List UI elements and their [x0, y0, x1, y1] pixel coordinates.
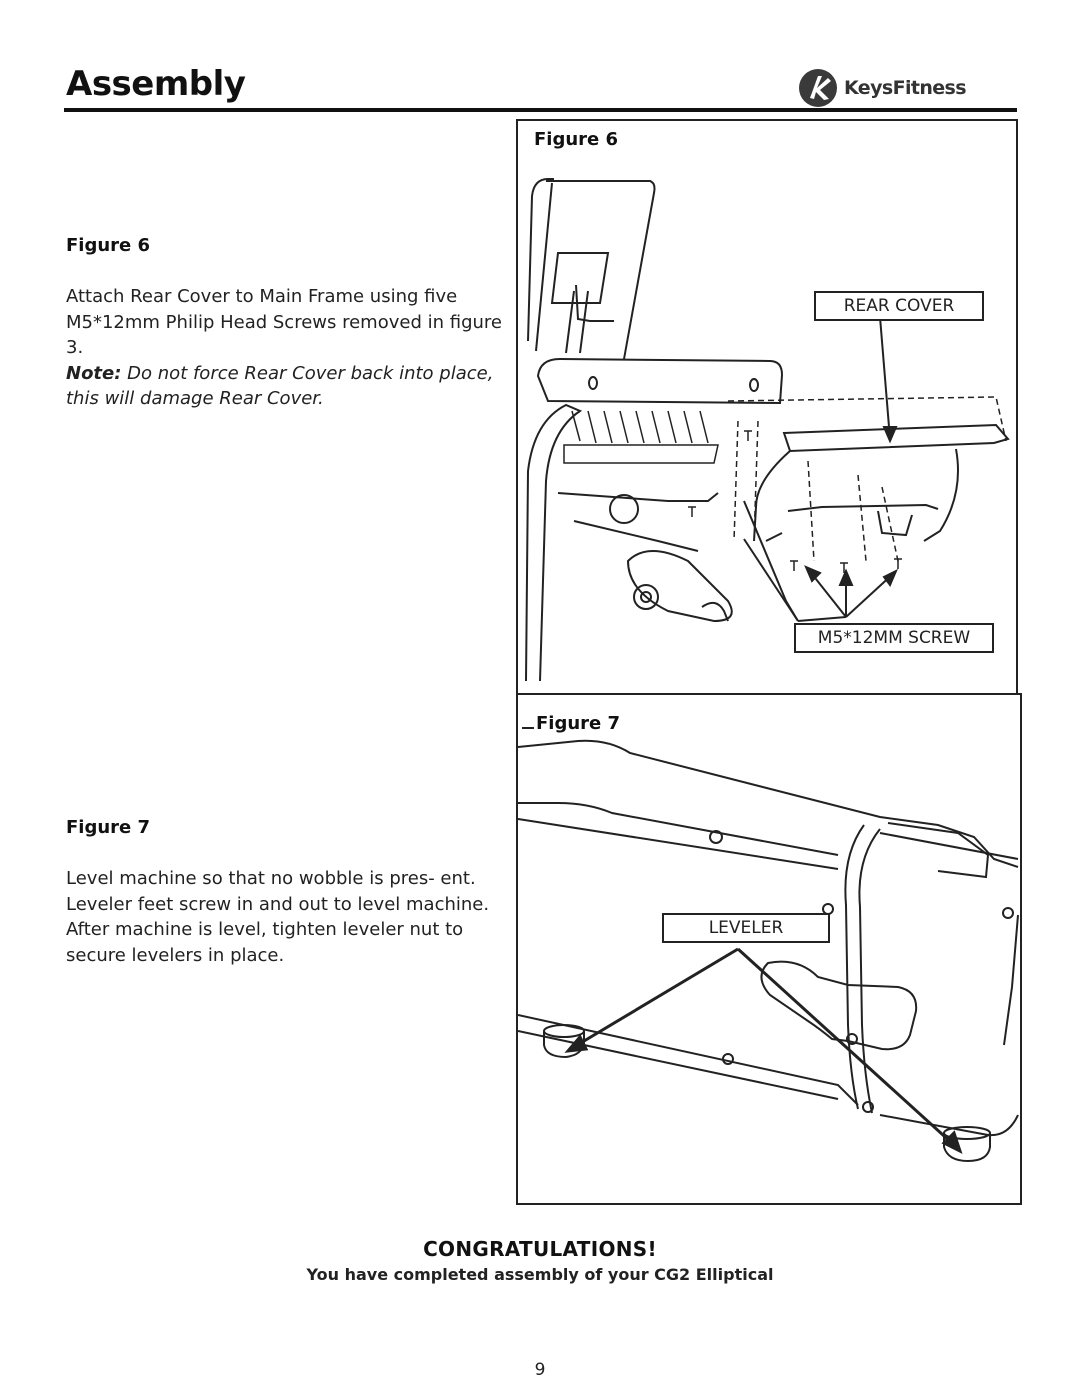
figure-6-heading: Figure 6 [66, 235, 151, 256]
leveler-illustration [518, 739, 1019, 1163]
figure-6-step-text: Attach Rear Cover to Main Frame using fi… [66, 286, 502, 358]
note-text: Do not force Rear Cover back into place,… [66, 362, 494, 410]
figure-7-panel-title-text: Figure 7 [536, 713, 621, 734]
rear-cover-illustration [525, 178, 1010, 682]
logo-mark-icon [799, 69, 837, 107]
completion-message: You have completed assembly of your CG2 … [306, 1265, 774, 1284]
logo-wordmark: KeysFitness [844, 77, 967, 99]
figure-6-panel-title: Figure 6 [534, 129, 619, 150]
header-divider [64, 108, 1017, 112]
rear-cover-label: REAR COVER [814, 291, 984, 321]
figure-7-instructions: Level machine so that no wobble is pres-… [66, 868, 490, 966]
figure-6-note: Note: Do not force Rear Cover back into … [66, 361, 506, 412]
figure-6-panel: Figure 6 REAR COVER M5*12MM SCREW [516, 119, 1018, 695]
figure-7-heading: Figure 7 [66, 817, 151, 838]
note-label: Note: [66, 362, 122, 384]
page-title: Assembly [66, 64, 246, 104]
keysfitness-logo: KeysFitness [796, 66, 967, 110]
screw-label: M5*12MM SCREW [794, 623, 994, 653]
leveler-label: LEVELER [662, 913, 830, 943]
page-number: 9 [534, 1360, 546, 1380]
congratulations-heading: CONGRATULATIONS! [423, 1237, 657, 1261]
figure-7-panel: Figure 7 LEVELER [516, 693, 1022, 1205]
figure-6-instructions: Attach Rear Cover to Main Frame using fi… [66, 284, 506, 412]
figure-7-panel-title: Figure 7 [522, 713, 620, 734]
